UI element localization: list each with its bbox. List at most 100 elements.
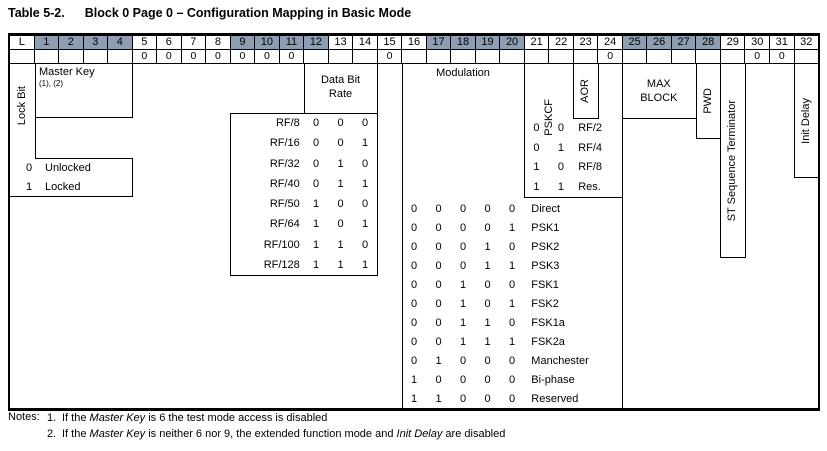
bit-number-cell: 29 (720, 36, 746, 50)
grid-line (793, 64, 795, 177)
fixed-bit-cell: 0 (206, 50, 231, 64)
modulation-row: 0 0 1 0 0 FSK1 (402, 275, 622, 294)
pskcf-table: 0 0 RF/2 0 1 RF/4 1 0 RF/8 (524, 118, 622, 197)
bit-14-value: 0 (361, 117, 369, 130)
fixed-bit-cell (720, 50, 746, 64)
fixed-bit-cell (475, 50, 501, 64)
data-rate-name: RF/50 (269, 198, 300, 211)
bit-19-value: 0 (484, 373, 491, 386)
bit-19-value: 0 (484, 297, 491, 310)
note-number: 2. (47, 427, 57, 440)
fixed-bit-cell (304, 50, 329, 64)
bit-12-value: 0 (312, 177, 320, 190)
pskcf-rate-name: Res. (578, 181, 601, 194)
bit-number-cell: L (10, 36, 35, 50)
max-block-label-line2: BLOCK (640, 92, 678, 104)
bit-14-value: 1 (361, 218, 369, 231)
lock-bit-meaning: Unlocked (45, 161, 91, 174)
bit-number-row: L 1 2 3 4 5 6 7 8 9 10 11 (10, 36, 819, 50)
fixed-bit-cell (34, 50, 60, 64)
bit-number-cell: 20 (500, 36, 525, 50)
grid-line (34, 117, 134, 118)
bit-13-value: 0 (337, 198, 344, 211)
bit-number-cell: 6 (157, 36, 182, 50)
bit-20-value: 1 (508, 335, 516, 348)
bit-number-cell: 8 (206, 36, 231, 50)
bit-16-value: 0 (410, 221, 418, 234)
modulation-table: 0 0 0 0 0 Direct 0 0 0 0 1 PSK1 (402, 199, 622, 408)
bit-number-cell: 4 (108, 36, 133, 50)
table-title: Table 5-2. Block 0 Page 0 – Configuratio… (8, 6, 411, 20)
modulation-name: PSK2 (531, 240, 560, 253)
bit-17-value: 0 (435, 335, 442, 348)
note: 1. If the Master Key is 6 the test mode … (47, 411, 505, 427)
bit-18-value: 1 (459, 278, 467, 291)
bit-12-value: 0 (312, 157, 320, 170)
note-text: If the Master Key is 6 the test mode acc… (62, 412, 328, 424)
grid-line (622, 64, 624, 408)
grid-line (695, 138, 722, 139)
data-rate-name: RF/32 (269, 157, 300, 170)
bit-16-value: 0 (410, 354, 418, 367)
bit-21-value: 1 (533, 161, 540, 174)
lock-bit-legend-row: 1 Locked (10, 177, 132, 196)
pwd-column: PWD (696, 64, 721, 138)
bit-13-value: 1 (337, 258, 344, 271)
notes-section: Notes: 1. If the Master Key is 6 the tes… (8, 411, 505, 442)
bit-17-value: 0 (435, 373, 442, 386)
bit-18-value: 0 (459, 202, 467, 215)
bit-21-value: 0 (533, 141, 540, 154)
bit-19-value: 1 (484, 240, 491, 253)
bit-16-value: 0 (410, 297, 418, 310)
data-bit-rate-row: RF/16 0 0 1 (230, 133, 377, 153)
data-rate-name: RF/128 (263, 258, 300, 271)
bit-22-value: 1 (557, 141, 564, 154)
bit-14-value: 1 (361, 177, 369, 190)
bit-20-value: 1 (508, 259, 516, 272)
data-rate-name: RF/64 (269, 218, 300, 231)
fixed-bit-cell: 0 (230, 50, 256, 64)
fixed-bit-cell (402, 50, 427, 64)
bit-number-cell: 22 (549, 36, 574, 50)
data-bit-rate-label-line1: Data Bit (320, 74, 361, 86)
bit-number-cell: 19 (475, 36, 501, 50)
table-body: Lock Bit 0 Unlocked 1 Locked Master K (10, 64, 818, 408)
bit-17-value: 1 (435, 392, 442, 405)
bit-20-value: 0 (508, 316, 516, 329)
bit-number-cell: 31 (769, 36, 795, 50)
aor-column: AOR (573, 64, 598, 118)
bit-13-value: 0 (337, 137, 344, 150)
bit-19-value: 1 (484, 316, 491, 329)
grid-line (303, 64, 305, 113)
grid-line (132, 158, 134, 196)
bit-22-value: 1 (557, 181, 564, 194)
master-key-note-refs: (1), (2) (39, 79, 63, 88)
bit-18-value: 0 (459, 259, 467, 272)
notes-list: 1. If the Master Key is 6 the test mode … (47, 411, 505, 442)
data-bit-rate-row: RF/32 0 1 0 (230, 154, 377, 174)
lock-bit-value: 1 (25, 180, 33, 193)
bit-number-cell: 26 (647, 36, 672, 50)
modulation-name: Bi-phase (531, 373, 575, 386)
bit-number-cell: 28 (696, 36, 721, 50)
bit-19-value: 0 (484, 392, 491, 405)
bit-16-value: 0 (410, 278, 418, 291)
bit-20-value: 0 (508, 240, 516, 253)
grid-line (573, 118, 599, 119)
grid-line (34, 158, 134, 159)
init-delay-column: Init Delay (794, 64, 819, 177)
bit-13-value: 1 (337, 238, 344, 251)
modulation-name: Manchester (531, 354, 589, 367)
data-bit-rate-row: RF/8 0 0 0 (230, 113, 377, 133)
lock-bit-legend: 0 Unlocked 1 Locked (10, 158, 132, 196)
pwd-label: PWD (701, 88, 714, 114)
init-delay-label: Init Delay (799, 97, 812, 144)
bit-16-value: 0 (410, 335, 418, 348)
bit-20-value: 1 (508, 297, 516, 310)
bit-17-value: 1 (435, 354, 442, 367)
bit-18-value: 0 (459, 392, 467, 405)
bit-number-cell: 9 (230, 36, 256, 50)
bit-18-value: 0 (459, 354, 467, 367)
fixed-bit-cell: 0 (132, 50, 158, 64)
modulation-row: 0 0 1 1 0 FSK1a (402, 313, 622, 332)
